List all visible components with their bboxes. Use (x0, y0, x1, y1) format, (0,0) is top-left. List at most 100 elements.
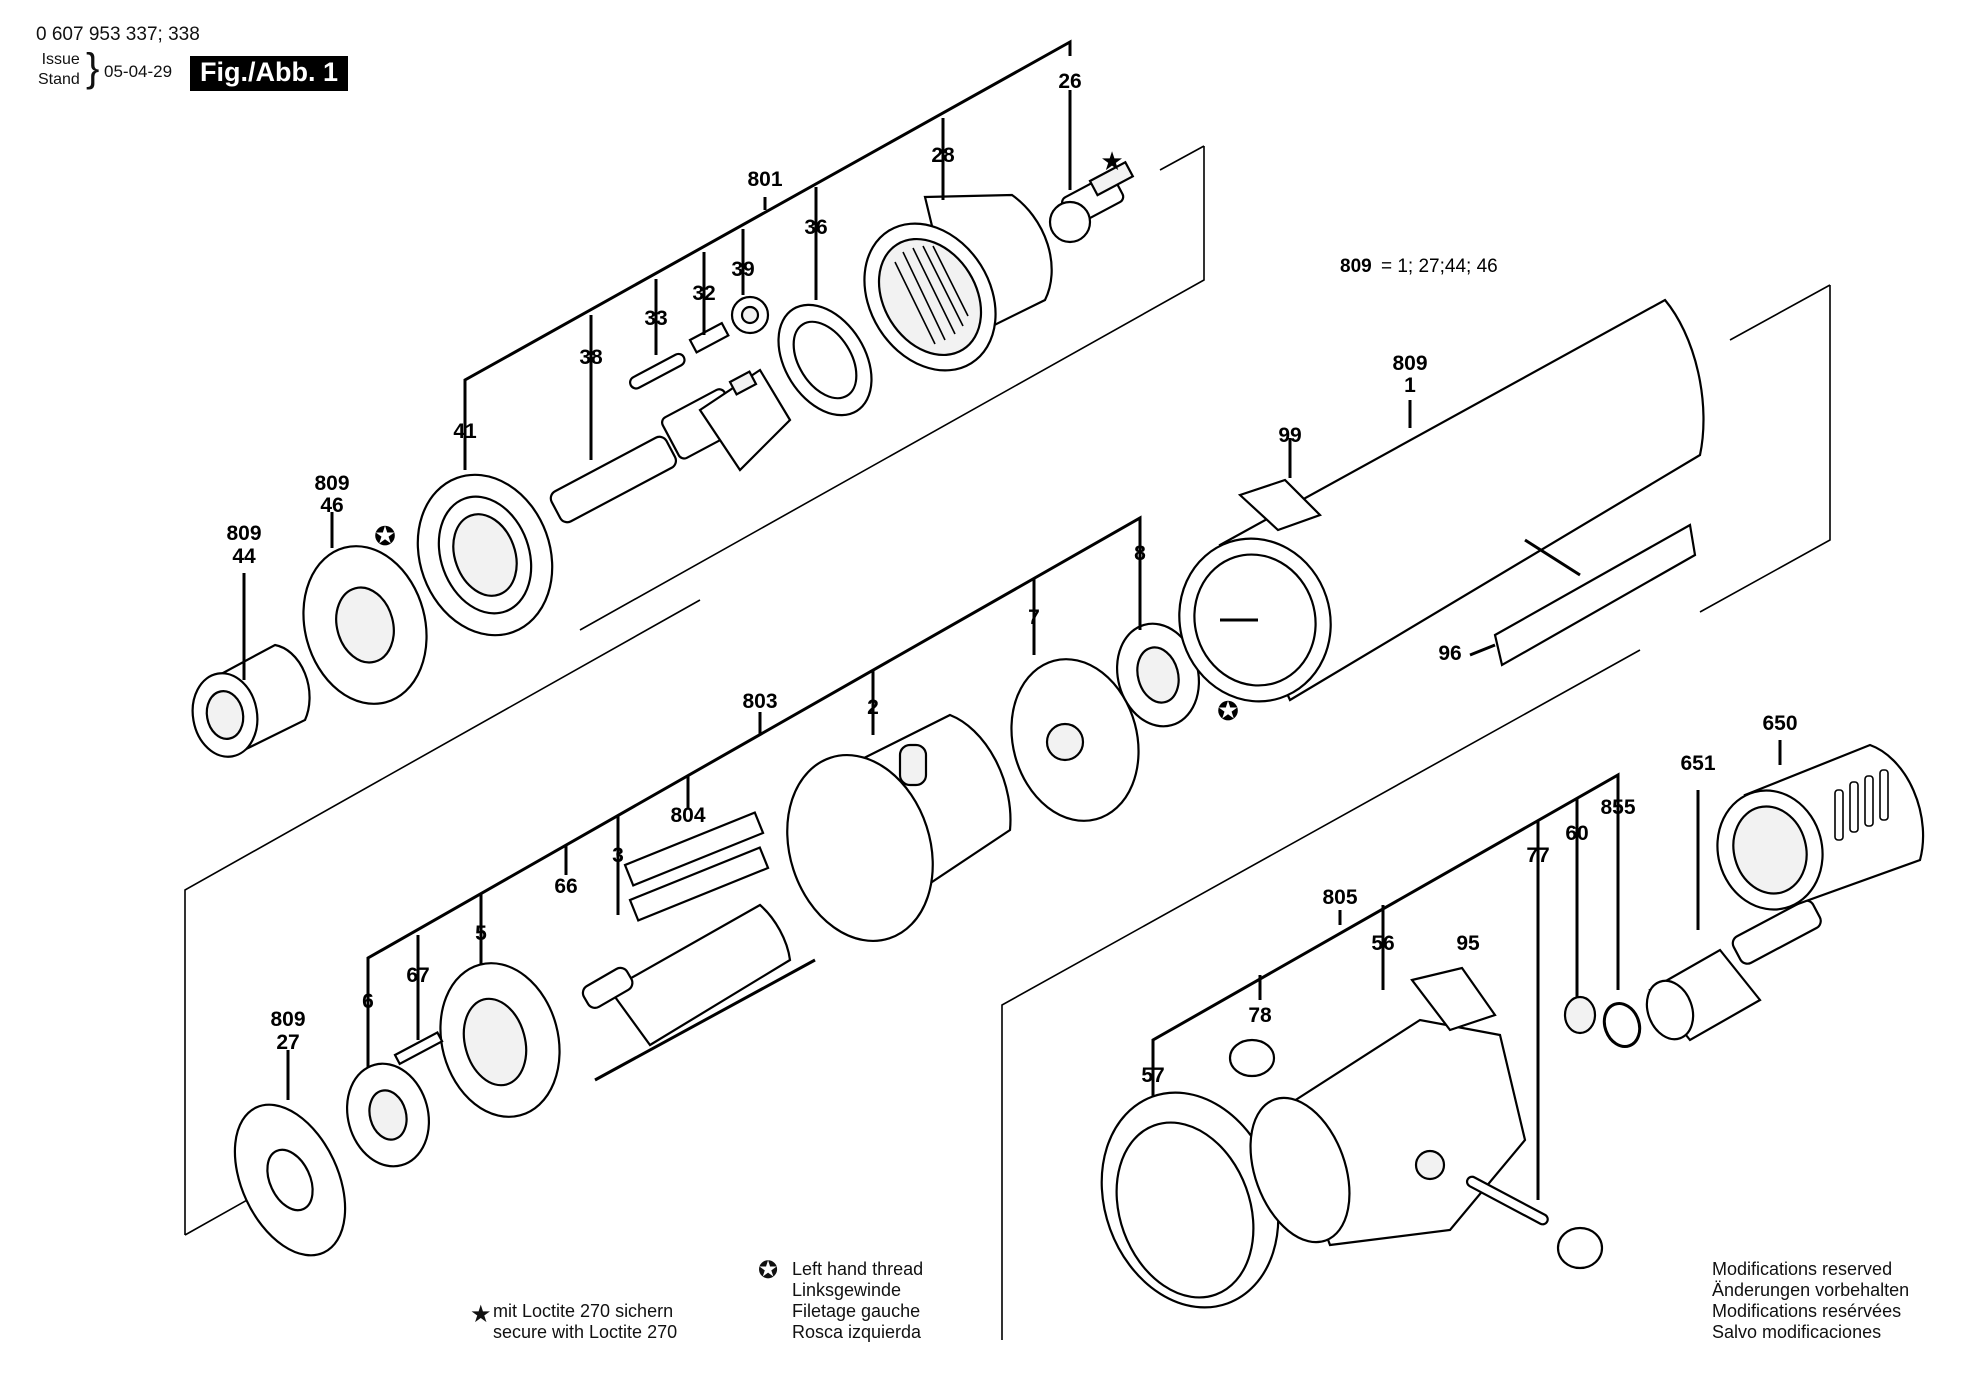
left-thread-note: Left hand thread Linksgewinde Filetage g… (792, 1259, 923, 1343)
label-57: 57 (1141, 1064, 1164, 1087)
modifications-es: Salvo modificaciones (1712, 1322, 1882, 1342)
part-57-ring (1100, 1091, 1280, 1309)
frame-middle (184, 599, 701, 1235)
part-651-hose-nipple (1645, 899, 1822, 1042)
part-7-end-plate (1010, 658, 1140, 822)
label-5: 5 (475, 922, 487, 945)
bracket-803 (366, 515, 1142, 990)
part-44-nut (191, 643, 311, 758)
part-77-pin (1465, 1175, 1549, 1226)
label-7: 7 (1028, 606, 1040, 629)
label-39: 39 (731, 258, 754, 281)
label-801: 801 (747, 168, 782, 191)
part-36-ball-bearing (777, 303, 873, 417)
label-46: 46 (320, 494, 343, 517)
label-3: 3 (612, 844, 624, 867)
part-plug-lower (1556, 1226, 1604, 1270)
left-thread-icon: ✪ (1217, 696, 1239, 726)
label-809-27-set: 809 (270, 1008, 305, 1031)
figure-title-badge: Fig./Abb. 1 (190, 56, 348, 91)
frame-upper-left (579, 146, 1205, 631)
label-41: 41 (453, 420, 477, 443)
part-41-bearing (416, 473, 554, 637)
part-56-cover (1249, 1018, 1527, 1247)
part-2-cylinder (786, 713, 1012, 943)
part-78-plug (1228, 1038, 1276, 1078)
issue-labels: Issue Stand (38, 50, 80, 90)
part-855-o-ring (1602, 1002, 1642, 1048)
left-thread-icon: ✪ (374, 521, 396, 551)
part-95-label (1410, 966, 1497, 1032)
loctite-note: mit Loctite 270 sichern secure with Loct… (493, 1301, 677, 1343)
label-805: 805 (1322, 886, 1357, 909)
label-78: 78 (1248, 1004, 1272, 1027)
label-651: 651 (1680, 752, 1715, 775)
label-38: 38 (579, 346, 603, 369)
frame-upper-edge (1159, 145, 1205, 171)
set-definition: 809 = 1; 27;44; 46 (1340, 256, 1498, 277)
label-8: 8 (1134, 542, 1146, 565)
label-44: 44 (232, 545, 256, 568)
part-6-bearing (345, 1062, 431, 1168)
label-33: 33 (644, 307, 667, 330)
issue-label: Issue (41, 51, 80, 68)
label-803: 803 (742, 690, 777, 713)
label-809-46-set: 809 (314, 472, 349, 495)
left-thread-legend-icon: ✪ (758, 1257, 779, 1284)
stand-label: Stand (38, 71, 80, 88)
part-96-strip (1493, 523, 1697, 667)
label-95: 95 (1456, 932, 1480, 955)
label-26: 26 (1058, 70, 1081, 93)
label-28: 28 (931, 144, 955, 167)
label-99: 99 (1278, 424, 1301, 447)
issue-date: 05-04-29 (104, 62, 173, 81)
part-27-washer (233, 1103, 347, 1257)
modifications-fr: Modifications resérvées (1712, 1301, 1902, 1321)
loctite-note-de: mit Loctite 270 sichern (493, 1301, 674, 1321)
part-46-threaded-ring (302, 545, 428, 705)
loctite-note-en: secure with Loctite 270 (493, 1322, 678, 1342)
set-members: = 1; 27;44; 46 (1381, 256, 1498, 277)
left-thread-es: Rosca izquierda (792, 1322, 922, 1342)
label-60: 60 (1565, 822, 1588, 845)
label-66: 66 (554, 875, 577, 898)
part-8-bearing (1115, 622, 1201, 728)
label-36: 36 (804, 216, 827, 239)
part-5-end-plate (439, 962, 561, 1118)
document-number: 0 607 953 337; 338 (36, 24, 200, 45)
bracket-801 (463, 39, 1072, 392)
label-809-1-set: 809 (1392, 352, 1427, 375)
label-804: 804 (670, 804, 705, 827)
label-96: 96 (1438, 642, 1461, 665)
part-39-gear (730, 295, 770, 335)
left-thread-en: Left hand thread (792, 1259, 924, 1279)
label-6: 6 (362, 990, 374, 1013)
part-28-needle-sleeve (863, 193, 1053, 372)
label-32: 32 (692, 282, 715, 305)
label-77: 77 (1526, 844, 1549, 867)
part-32-pin (688, 321, 730, 354)
brace-glyph: } (86, 46, 100, 90)
label-855: 855 (1600, 796, 1635, 819)
part-99-label (1237, 478, 1323, 532)
set-number: 809 (1340, 256, 1372, 277)
bracket-805 (1151, 772, 1620, 1068)
part-1-housing (1178, 298, 1705, 703)
part-804-vanes (623, 811, 770, 922)
label-56: 56 (1371, 932, 1394, 955)
part-60-screen (1563, 995, 1597, 1035)
part-26-pinion (1048, 160, 1135, 244)
part-66-pin (594, 958, 816, 1082)
star-loctite-icon: ★ (1100, 146, 1123, 176)
part-67-pin (393, 1030, 444, 1066)
modifications-de: Änderungen vorbehalten (1712, 1280, 1910, 1300)
frame-lower (1001, 649, 1641, 1340)
label-27: 27 (276, 1031, 299, 1054)
star-legend-icon: ★ (470, 1301, 492, 1328)
part-38-shaft (549, 368, 792, 524)
label-1: 1 (1404, 374, 1416, 397)
label-2: 2 (867, 696, 879, 719)
label-650: 650 (1762, 712, 1797, 735)
label-809-44-set: 809 (226, 522, 261, 545)
